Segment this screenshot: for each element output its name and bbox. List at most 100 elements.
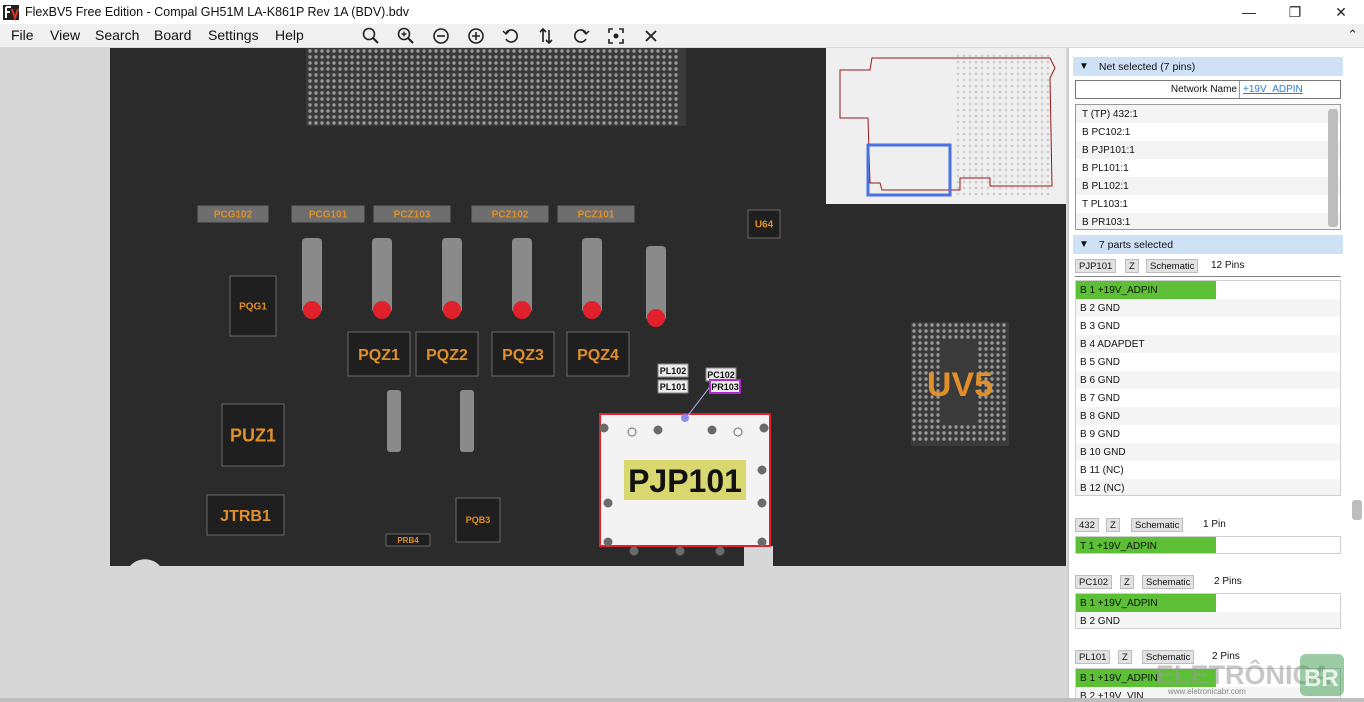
part-pin-list-pc102[interactable]: B 1 +19V_ADPIN B 2 GND	[1075, 593, 1341, 629]
part-pin-row[interactable]: B 3 GND	[1076, 317, 1340, 335]
component-body-u64[interactable]	[747, 209, 781, 239]
minimap-viewport[interactable]	[866, 143, 952, 197]
minimap[interactable]	[826, 48, 1066, 204]
bga-ball	[936, 371, 940, 375]
component-body-pqg1[interactable]	[229, 275, 277, 337]
component-body-pqb3[interactable]	[455, 497, 501, 543]
bga-ball	[506, 85, 510, 89]
zoom-fit-icon[interactable]	[360, 25, 382, 47]
net-pin-pjp101[interactable]	[681, 414, 689, 422]
schematic-button[interactable]: Schematic	[1146, 259, 1199, 273]
part-pin-row[interactable]: B 4 ADAPDET	[1076, 335, 1340, 353]
flip-icon[interactable]	[535, 25, 557, 47]
net-pin-row[interactable]: T (TP) 432:1	[1076, 105, 1340, 123]
schematic-button[interactable]: Schematic	[1131, 518, 1184, 532]
menu-search[interactable]: Search	[95, 27, 140, 43]
pin-label-box-pl102[interactable]	[657, 363, 689, 378]
schematic-button[interactable]: Schematic	[1142, 575, 1195, 589]
part-pin-row[interactable]: B 2 GND	[1076, 299, 1340, 317]
menu-view[interactable]: View	[50, 27, 81, 43]
z-button[interactable]: Z	[1125, 259, 1139, 273]
pin-text: B 6 GND	[1080, 375, 1121, 386]
inductor-pad	[372, 238, 392, 313]
component-body-jtrb1[interactable]	[206, 494, 285, 536]
net-pin-list[interactable]: T (TP) 432:1 B PC102:1 B PJP101:1 B PL10…	[1075, 104, 1341, 230]
part-pin-row[interactable]: B 8 GND	[1076, 407, 1340, 425]
part-pin-row[interactable]: B 1 +19V_ADPIN	[1076, 594, 1340, 612]
net-pin-row[interactable]: T PL103:1	[1082, 199, 1128, 210]
component-body-pcz101[interactable]	[557, 205, 635, 223]
component-body-pcz103[interactable]	[373, 205, 451, 223]
component-body-pcz102[interactable]	[471, 205, 549, 223]
part-pin-row[interactable]: B 11 (NC)	[1076, 461, 1340, 479]
z-button[interactable]: Z	[1118, 650, 1132, 664]
component-body-pqz1[interactable]	[347, 331, 411, 377]
part-pin-row[interactable]: B 2 GND	[1076, 612, 1340, 628]
z-button[interactable]: Z	[1106, 518, 1120, 532]
component-body-pqz2[interactable]	[415, 331, 479, 377]
component-body-puz1[interactable]	[221, 403, 285, 467]
part-name-tag[interactable]: PL101	[1075, 650, 1111, 664]
zoom-out-icon[interactable]	[430, 25, 452, 47]
net-pin-row[interactable]: B PL101:1	[1082, 163, 1129, 174]
minimap-dot	[956, 54, 960, 58]
menu-help[interactable]: Help	[275, 27, 304, 43]
maximize-button[interactable]: ❐	[1272, 0, 1318, 24]
network-name-link[interactable]: +19V_ADPIN	[1239, 81, 1340, 98]
part-pin-list-pl101[interactable]: B 1 +19V_ADPIN B 2 +19V_VIN	[1075, 668, 1341, 700]
pin-label-box-pr103[interactable]	[709, 379, 741, 394]
part-pin-row[interactable]: B 1 +19V_ADPIN	[1076, 281, 1340, 299]
component-body-pqz3[interactable]	[491, 331, 555, 377]
fit-selection-icon[interactable]	[605, 25, 627, 47]
minimap-dot	[1040, 90, 1044, 94]
schematic-button[interactable]: Schematic	[1142, 650, 1195, 664]
component-body-prb4[interactable]	[385, 533, 431, 547]
bga-ball	[320, 49, 324, 53]
part-pin-row[interactable]: B 1 +19V_ADPIN	[1076, 669, 1340, 687]
menu-board[interactable]: Board	[154, 27, 192, 43]
bga-ball	[936, 353, 940, 357]
net-list-scrollbar[interactable]	[1328, 109, 1338, 227]
zoom-in-icon[interactable]	[395, 25, 417, 47]
part-pin-row[interactable]: B 10 GND	[1076, 443, 1340, 461]
menu-settings[interactable]: Settings	[208, 27, 259, 43]
net-pin-row[interactable]: B PR103:1	[1076, 213, 1340, 229]
rotate-cw-icon[interactable]	[570, 25, 592, 47]
chevron-up-icon[interactable]: ⌃	[1347, 27, 1358, 42]
part-pin-row[interactable]: B 5 GND	[1076, 353, 1340, 371]
parts-scrollbar[interactable]	[1352, 500, 1362, 520]
parts-selected-header[interactable]: ▼ 7 parts selected	[1073, 235, 1343, 254]
zoom-add-icon[interactable]	[465, 25, 487, 47]
part-name-tag[interactable]: 432	[1075, 518, 1099, 532]
minimap-dot	[1028, 138, 1032, 142]
component-body-pcg101[interactable]	[291, 205, 365, 223]
z-button[interactable]: Z	[1120, 575, 1134, 589]
part-name-tag[interactable]: PJP101	[1075, 259, 1117, 273]
part-pin-list-432[interactable]: T 1 +19V_ADPIN	[1075, 536, 1341, 554]
part-pin-row[interactable]: B 2 +19V_VIN	[1076, 687, 1340, 700]
net-pin-row[interactable]: B PJP101:1	[1076, 141, 1340, 159]
minimap-dot	[962, 102, 966, 106]
part-pin-row[interactable]: B 6 GND	[1076, 371, 1340, 389]
component-body-pcg102[interactable]	[197, 205, 269, 223]
minimap-dot	[986, 78, 990, 82]
part-pin-row[interactable]: B 7 GND	[1076, 389, 1340, 407]
close-window-button[interactable]: ✕	[1318, 0, 1364, 24]
close-icon[interactable]	[640, 25, 662, 47]
part-pin-row[interactable]: B 12 (NC)	[1076, 479, 1340, 495]
part-pin-row[interactable]: T 1 +19V_ADPIN	[1076, 537, 1340, 553]
net-pin-row[interactable]: B PC102:1	[1082, 127, 1131, 138]
bga-ball	[608, 67, 612, 71]
component-body-pqz4[interactable]	[566, 331, 630, 377]
rotate-ccw-icon[interactable]	[500, 25, 522, 47]
part-pin-list-pjp101[interactable]: B 1 +19V_ADPIN B 2 GND B 3 GND B 4 ADAPD…	[1075, 280, 1341, 496]
minimize-button[interactable]: —	[1226, 0, 1272, 24]
pin-label-box-pl101[interactable]	[657, 379, 689, 394]
net-pin-row[interactable]: B PL102:1	[1076, 177, 1340, 195]
part-pin-row[interactable]: B 9 GND	[1076, 425, 1340, 443]
menu-file[interactable]: File	[11, 27, 34, 43]
part-name-tag[interactable]: PC102	[1075, 575, 1113, 589]
net-selected-header[interactable]: ▼ Net selected (7 pins)	[1073, 57, 1343, 76]
